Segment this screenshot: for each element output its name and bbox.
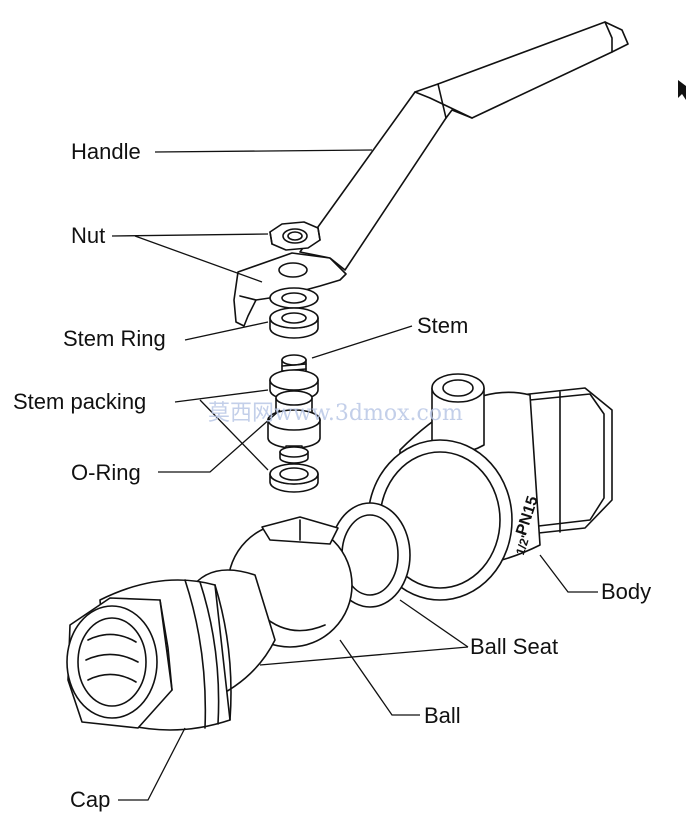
cap-part (66, 569, 276, 731)
label-handle: Handle (71, 139, 141, 164)
cursor-icon (678, 80, 686, 100)
nut-part (269, 221, 321, 251)
label-o-ring: O-Ring (71, 460, 141, 485)
label-cap: Cap (70, 787, 111, 812)
label-nut: Nut (71, 223, 106, 248)
handle-part (233, 21, 629, 327)
label-body: Body (601, 579, 652, 604)
leader-lines (111, 149, 598, 801)
stem-part (267, 354, 321, 464)
label-stem: Stem (417, 313, 469, 338)
label-stem-ring: Stem Ring (63, 326, 166, 351)
label-ball: Ball (424, 703, 461, 728)
stem-ring-part (269, 287, 319, 339)
label-stem-packing: Stem packing (13, 389, 147, 414)
o-ring-part (269, 463, 319, 493)
label-ball-seat: Ball Seat (470, 634, 559, 659)
watermark-text: 莫西网www.3dmox.com (208, 401, 463, 426)
